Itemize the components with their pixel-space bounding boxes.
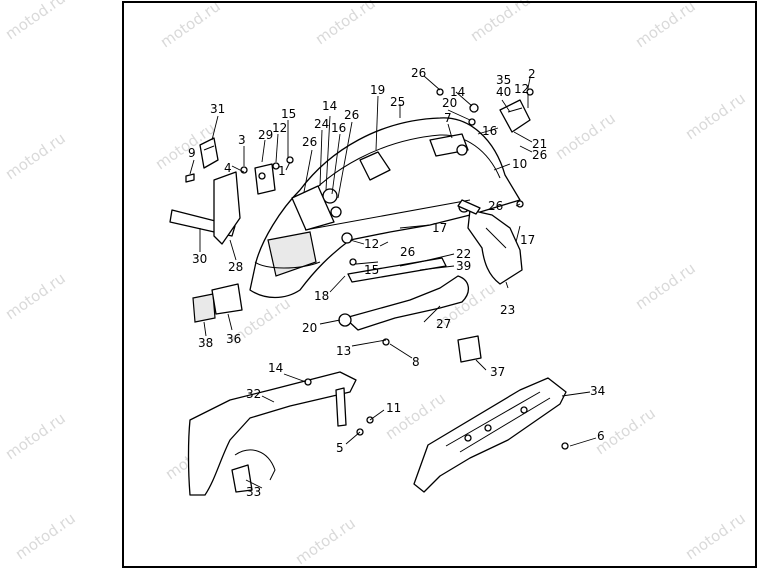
callout-label: 1 [278,164,286,178]
callout-label: 34 [590,384,605,398]
callout-label: 24 [314,117,329,131]
callout-label: 15 [364,263,379,277]
callout-label: 26 [532,148,547,162]
callout-label: 17 [432,221,447,235]
callout-label: 8 [412,355,420,369]
callout-label: 11 [386,401,401,415]
watermark: motod.ru [2,129,69,183]
callout-label: 14 [450,85,465,99]
callout-label: 18 [314,289,329,303]
callout-label: 33 [246,485,261,499]
support-bracket [338,257,469,331]
callout-label: 31 [210,102,225,116]
callout-label: 37 [490,365,505,379]
callout-label: 39 [456,259,471,273]
callout-label: 27 [436,317,451,331]
callout-label: 6 [597,429,605,443]
callout-label: 26 [302,135,317,149]
lower-belt-guard [413,377,567,493]
callout-label: 15 [281,107,296,121]
callout-label: 26 [400,245,415,259]
callout-labels: 26 14 20 35 40 2 12 16 21 26 10 7 25 19 … [188,66,605,499]
callout-label: 14 [322,99,337,113]
callout-label: 20 [302,321,317,335]
callout-label: 14 [268,361,283,375]
callout-label: 36 [226,332,241,346]
callout-label: 19 [370,83,385,97]
rear-fender [249,117,521,299]
side-bracket [457,199,523,285]
callout-label: 40 [496,85,511,99]
callout-label: 25 [390,95,405,109]
callout-label: 38 [198,336,213,350]
watermark: motod.ru [2,409,69,463]
callout-label: 3 [238,133,246,147]
callout-label: 16 [482,124,497,138]
callout-label: 30 [192,252,207,266]
callout-label: 4 [224,161,232,175]
callout-label: 32 [246,387,261,401]
callout-label: 35 [496,73,511,87]
callout-label: 26 [344,108,359,122]
callout-label: 12 [364,237,379,251]
callout-label: 13 [336,344,351,358]
callout-label: 20 [442,96,457,110]
callout-label: 26 [488,199,503,213]
callout-label: 28 [228,260,243,274]
callout-label: 16 [331,121,346,135]
callout-label: 5 [336,441,344,455]
leader-lines [189,75,597,489]
diagram-frame [122,1,757,568]
callout-label: 9 [188,146,196,160]
callout-label: 12 [272,121,287,135]
belt-guard [187,371,357,496]
watermark: motod.ru [2,269,69,323]
callout-label: 7 [444,111,452,125]
watermark: motod.ru [2,0,69,43]
callout-label: 23 [500,303,515,317]
callout-label: 26 [411,66,426,80]
callout-label: 10 [512,157,527,171]
pads [192,283,482,363]
callout-label: 22 [456,247,471,261]
callout-label: 17 [520,233,535,247]
callout-label: 21 [532,137,547,151]
callout-label: 29 [258,128,273,142]
callout-label: 2 [528,67,536,81]
callout-label: 12 [514,82,529,96]
tail-lamp-brackets [169,137,276,245]
watermark: motod.ru [12,509,79,563]
